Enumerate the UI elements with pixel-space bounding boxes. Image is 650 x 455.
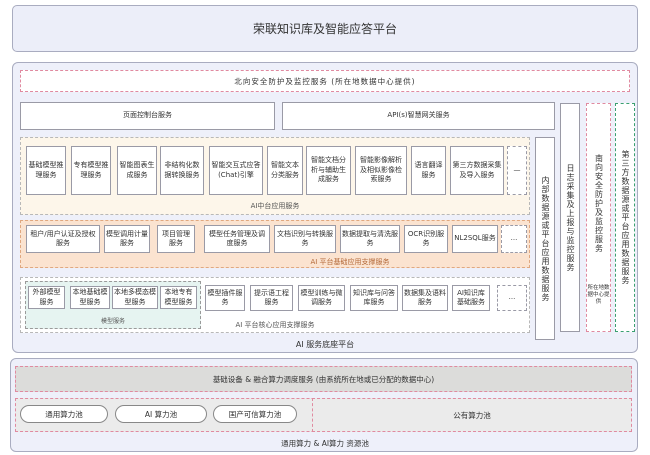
ai-middle-label: AI中台应用服务 <box>250 202 300 210</box>
ai-middle-service: 语言翻译服务 <box>411 146 446 195</box>
ai-middle-service: 智能文本分类服务 <box>267 146 303 195</box>
model-service: 本地专有模型服务 <box>160 286 197 309</box>
ai-middle-service: 第三方数据采集及导入服务 <box>450 146 504 195</box>
basic-support-service: OCR识别服务 <box>404 225 448 253</box>
api-gateway: API(s)智慧网关服务 <box>282 102 555 130</box>
basic-support-service: ... <box>501 225 527 253</box>
general-compute-pool: 通用算力池 <box>20 405 108 423</box>
model-service: 外部模型服务 <box>28 286 65 309</box>
core-support-service: 模型插件服务 <box>205 285 245 311</box>
ai-middle-service: 智能文档分析与辅助生成服务 <box>306 146 351 195</box>
domestic-trusted-compute-pool: 国产可信算力池 <box>213 405 297 423</box>
console-service: 页面控制台服务 <box>20 102 275 130</box>
public-compute-pool: 公有算力池 <box>312 398 632 432</box>
model-service: 本地多模态模型服务 <box>112 286 158 309</box>
ai-middle-service: 基础模型推理服务 <box>26 146 66 195</box>
basic-support-label: AI 平台基础应用支撑服务 <box>310 258 390 266</box>
south-security: 南向安全防护及监控服务 所在地数据中心提供 <box>586 103 611 332</box>
ai-middle-service: 智能影像解析及相似影像检索服务 <box>355 146 407 195</box>
core-support-service: ... <box>497 285 527 311</box>
ai-middle-service: 智能图表生成服务 <box>117 146 157 195</box>
basic-support-service: 文档识别与转换服务 <box>274 225 336 253</box>
south-security-label: 南向安全防护及监控服务 <box>594 154 604 254</box>
basic-support-service: 租户/用户认证及授权服务 <box>26 225 100 253</box>
north-security: 北向安全防护及监控服务 (所在地数据中心提供) <box>20 70 630 92</box>
south-security-note: 所在地数据中心提供 <box>587 284 610 306</box>
core-support-service: AI知识库基础服务 <box>452 285 490 311</box>
core-support-service: 数据集及语料服务 <box>402 285 448 311</box>
core-support-label: AI 平台核心应用支撑服务 <box>235 321 315 329</box>
basic-support-service: 项目管理服务 <box>157 225 195 253</box>
core-support-service: 模型训练与微调服务 <box>298 285 345 311</box>
infra-scheduling: 基础设备 & 融合算力调度服务 (由系统所在地或已分配的数据中心) <box>15 366 632 392</box>
model-services-label: 模型服务 <box>100 318 125 325</box>
ai-middle-service: 非结构化数据转换服务 <box>160 146 204 195</box>
internal-data-service: 内部数据源或平台应用数据服务 <box>535 137 555 340</box>
ai-base-platform-label: AI 服务底座平台 <box>295 340 355 349</box>
basic-support-service: 模型调用计量服务 <box>104 225 150 253</box>
title-banner: 荣联知识库及智能应答平台 <box>12 5 638 52</box>
basic-support-service: NL2SQL服务 <box>452 225 498 253</box>
ai-middle-service: — <box>507 146 527 195</box>
ai-middle-service: 智能交互式应答(Chat)引擎 <box>209 146 263 195</box>
resource-pool-label: 通用算力 & AI算力 资源池 <box>281 439 369 448</box>
basic-support-service: 数据提取与清洗服务 <box>340 225 400 253</box>
log-service: 日志采集及上报与监控服务 <box>560 103 580 332</box>
third-party-data-service: 第三方数据源或平台应用数据服务 <box>615 103 635 332</box>
ai-middle-service: 专有模型推理服务 <box>71 146 111 195</box>
basic-support-service: 模型任务管理及调度服务 <box>204 225 270 253</box>
core-support-service: 提示语工程服务 <box>250 285 293 311</box>
ai-compute-pool: AI 算力池 <box>115 405 207 423</box>
model-service: 本地基础模型服务 <box>70 286 110 309</box>
core-support-service: 知识库与问答库服务 <box>350 285 398 311</box>
